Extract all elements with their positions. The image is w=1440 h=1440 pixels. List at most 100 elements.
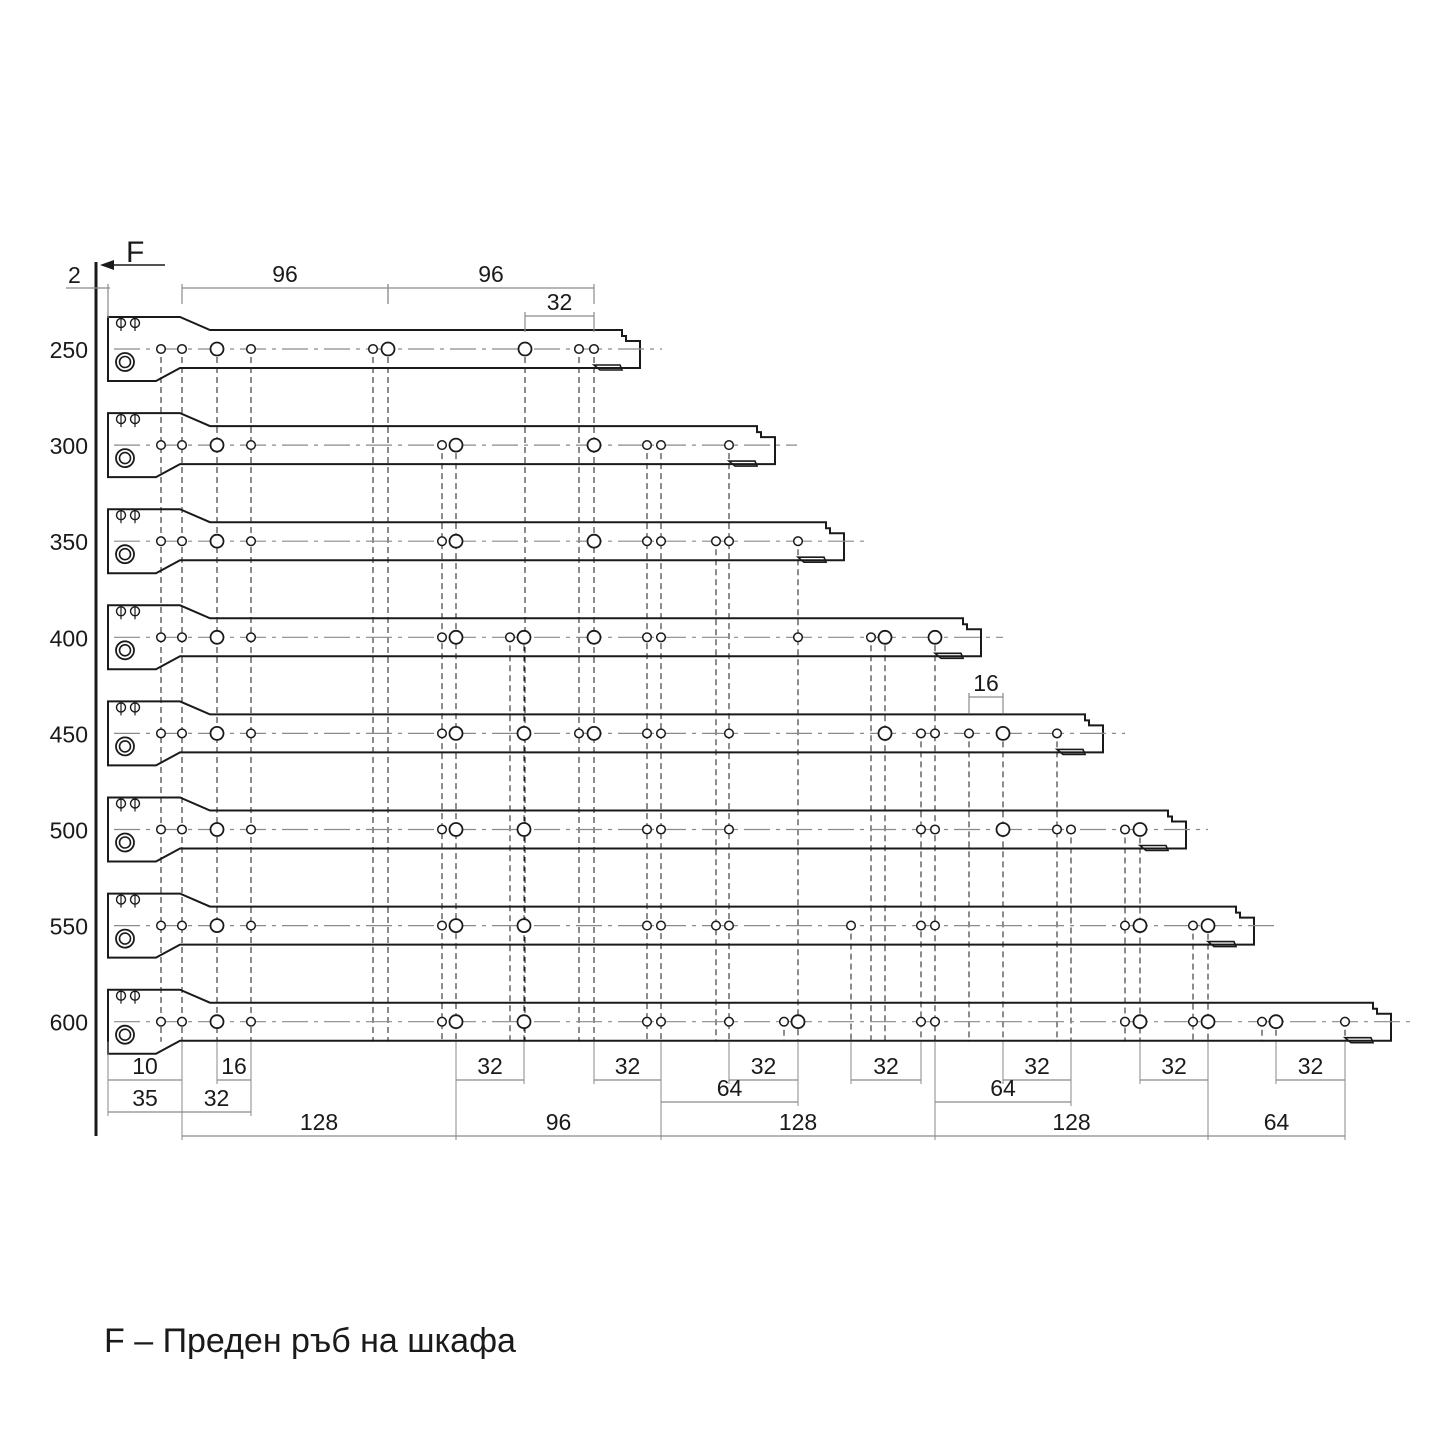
bottom-dimension: 32: [850, 1041, 922, 1084]
screw-hole-small: [1187, 920, 1199, 931]
screw-hole-large: [448, 822, 464, 837]
rail-outline: [107, 508, 845, 575]
screw-hole-small: [655, 920, 667, 931]
screw-hole-large: [1132, 918, 1148, 933]
rail-outline: [107, 796, 1187, 863]
rail-500: 500: [50, 796, 1208, 863]
rail-550: 550: [50, 892, 1276, 959]
rail-outline: [107, 316, 641, 382]
screw-hole-large: [209, 629, 225, 645]
legend-caption: F – Преден ръб на шкафа: [104, 1322, 516, 1360]
bottom-dimension: 32: [593, 1041, 662, 1084]
screw-hole-small: [176, 920, 188, 931]
screw-hole-small: [963, 728, 975, 739]
rail-length-label: 500: [50, 818, 88, 844]
dimension-label: 128: [779, 1109, 817, 1135]
screw-hole-small: [792, 536, 804, 547]
screw-hole-small: [155, 920, 167, 931]
dimension-label: 32: [615, 1053, 641, 1079]
screw-hole-large: [516, 1014, 532, 1030]
screw-hole-large: [1132, 1014, 1148, 1030]
screw-hole-small: [723, 536, 735, 547]
screw-hole-small: [176, 824, 188, 835]
mounting-hole-inner: [118, 740, 132, 753]
screw-hole-large: [877, 629, 893, 645]
screw-hole-small: [710, 920, 722, 931]
screw-hole-small: [845, 920, 857, 931]
screw-hole-small: [1051, 824, 1063, 835]
screw-hole-large: [448, 1014, 464, 1030]
screw-hole-small: [155, 824, 167, 835]
screw-hole-small: [723, 728, 735, 739]
screw-hole-small: [155, 343, 167, 355]
screw-hole-small: [367, 343, 379, 355]
screw-hole-small: [245, 824, 257, 835]
dimension-label: 32: [873, 1053, 899, 1079]
rail-length-label: 450: [50, 721, 88, 747]
dimension-label: 32: [1161, 1053, 1187, 1079]
screw-hole-large: [448, 726, 464, 741]
mounting-hole-outer: [115, 448, 135, 469]
rail-450: 450: [50, 700, 1125, 767]
screw-hole-small: [245, 1016, 257, 1027]
mounting-hole-outer: [115, 1024, 135, 1045]
screw-hole-small: [155, 440, 167, 451]
screw-hole-large: [516, 918, 532, 933]
screw-hole-small: [155, 632, 167, 643]
screw-hole-small: [1339, 1016, 1351, 1027]
screw-hole-small: [723, 440, 735, 451]
screw-hole-large: [586, 726, 602, 741]
bottom-dimension: 32: [1275, 1041, 1346, 1084]
screw-hole-small: [641, 632, 653, 643]
screw-hole-small: [723, 824, 735, 835]
rail-250: 250: [50, 316, 662, 382]
screw-hole-small: [710, 536, 722, 547]
screw-hole-small: [436, 440, 448, 451]
screw-hole-small: [245, 728, 257, 739]
front-offset-label: 2: [68, 262, 81, 288]
mounting-hole-outer: [115, 544, 135, 565]
bottom-dimension: 32: [455, 1041, 525, 1084]
screw-hole-small: [176, 440, 188, 451]
top-dimension: 96: [387, 261, 595, 304]
screw-hole-large: [995, 822, 1011, 837]
screw-hole-small: [504, 632, 516, 643]
roller-tab: [591, 364, 624, 371]
screw-hole-small: [436, 632, 448, 643]
top-dimension: 32: [524, 289, 595, 332]
roller-tab: [795, 556, 828, 563]
dimension-label: 32: [547, 289, 573, 315]
rail-length-label: 400: [50, 625, 88, 651]
dimension-label: 16: [221, 1053, 247, 1079]
dimension-label: 64: [1264, 1109, 1290, 1135]
mounting-hole-inner: [118, 643, 132, 657]
dimension-label: 32: [477, 1053, 503, 1079]
screw-hole-large: [448, 437, 464, 453]
screw-hole-small: [641, 1016, 653, 1027]
screw-hole-small: [155, 536, 167, 547]
screw-hole-small: [655, 632, 667, 643]
mounting-hole-outer: [115, 832, 135, 853]
front-edge-arrowhead: [100, 260, 114, 270]
screw-hole-small: [176, 1016, 188, 1027]
bottom-dimension: 10: [107, 1041, 183, 1084]
rail-outline: [107, 604, 982, 671]
roller-tab: [1137, 844, 1170, 852]
screw-hole-large: [448, 533, 464, 549]
screw-hole-small: [436, 1016, 448, 1027]
rail-outline: [107, 412, 776, 479]
rail-outline: [107, 892, 1255, 959]
screw-hole-small: [176, 536, 188, 547]
screw-hole-small: [792, 632, 804, 643]
screw-hole-large: [209, 822, 225, 837]
screw-hole-large: [209, 533, 225, 549]
screw-hole-small: [929, 1016, 941, 1027]
dimension-label: 96: [272, 261, 298, 287]
screw-hole-small: [588, 343, 600, 355]
front-edge-marker: F2: [66, 236, 165, 1136]
dimension-label: 32: [1298, 1053, 1324, 1079]
bottom-dimension: 32: [1139, 1041, 1209, 1084]
mounting-hole-outer: [115, 640, 135, 661]
screw-hole-small: [436, 824, 448, 835]
